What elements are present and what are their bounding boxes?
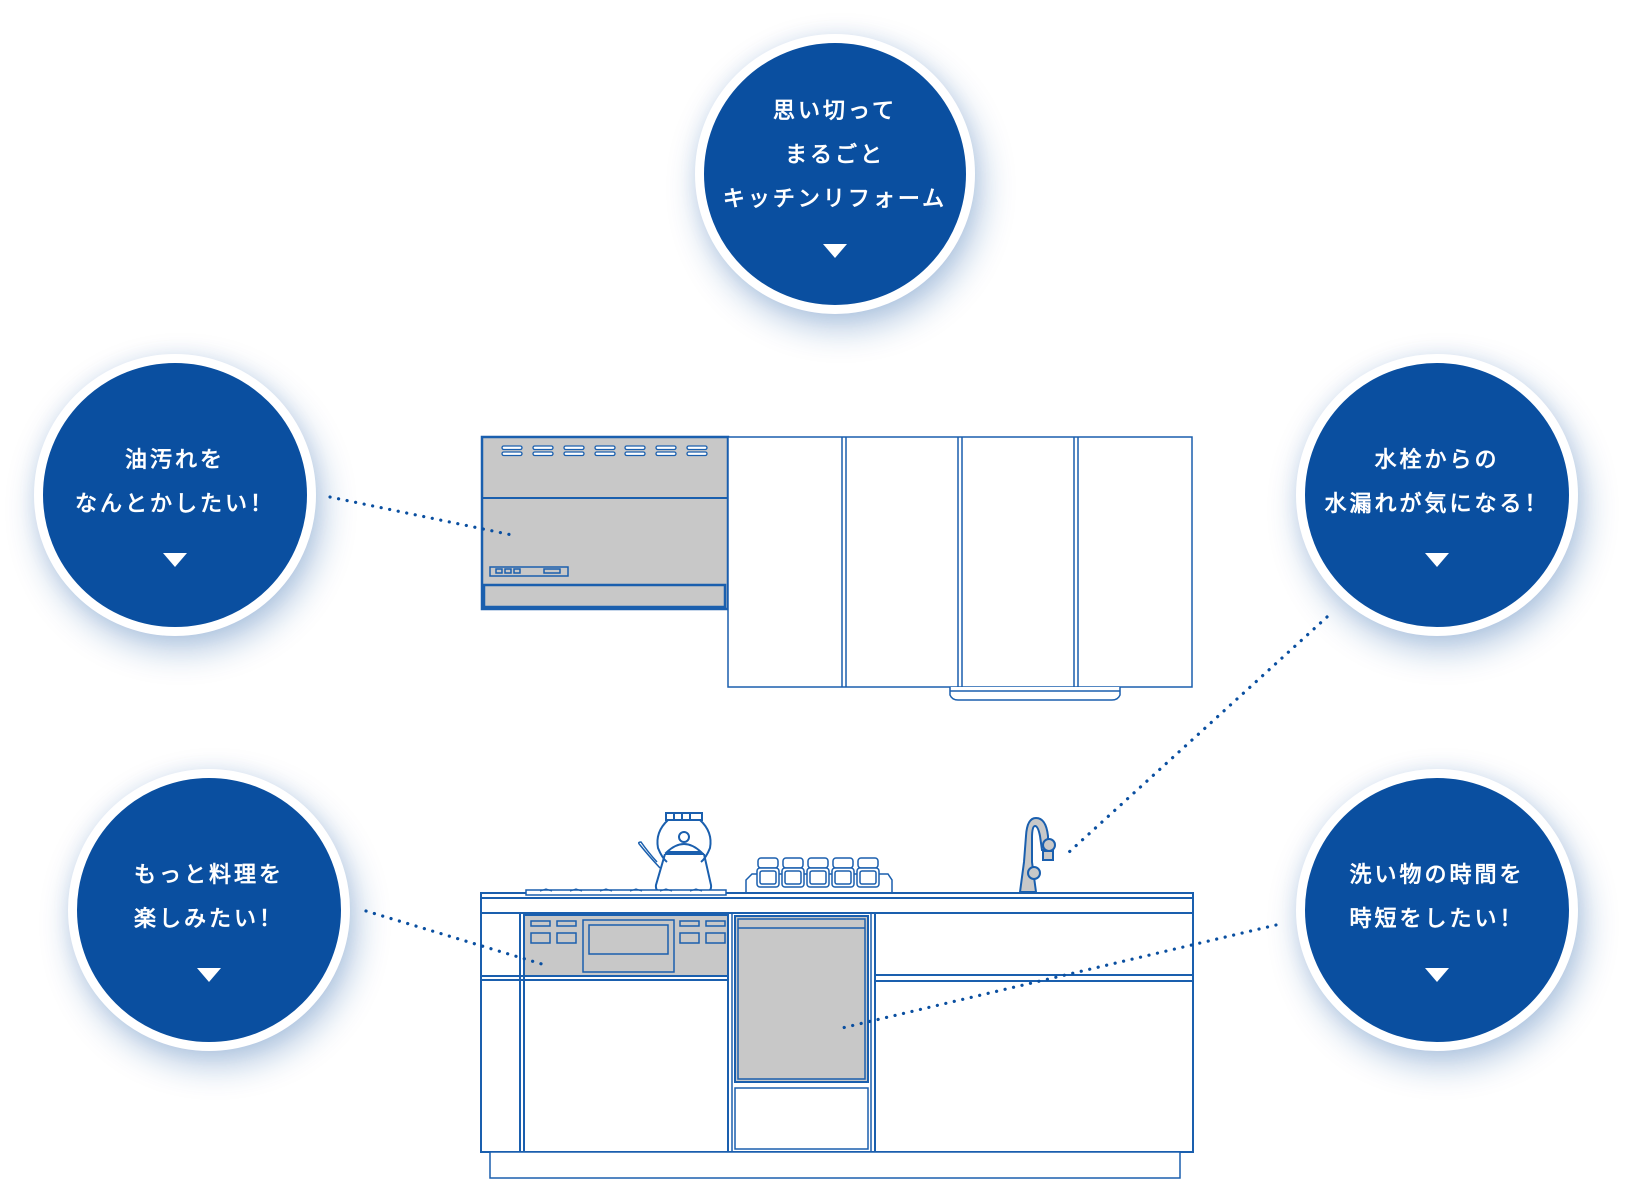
triangle-down-icon [1425,553,1449,567]
triangle-down-icon [163,553,187,567]
bubble-cooktop[interactable]: もっと料理を 楽しみたい！ [68,769,350,1051]
range-hood[interactable] [480,435,730,611]
bubble-text-line: 水栓からの [1374,448,1500,473]
bubble-full-kitchen-reform[interactable]: 思い切って まるごと キッチンリフォーム [695,34,975,314]
bubble-text-line: なんとかしたい！ [74,492,275,517]
range-hood-switch-panel [489,566,569,577]
cooktop-control-panel[interactable] [523,914,729,977]
spice-rack [745,857,893,892]
wall-cabinets [727,436,1193,701]
dishwasher[interactable] [734,915,869,1150]
bubble-text-line: 時短をしたい！ [1349,907,1525,932]
triangle-down-icon [197,968,221,982]
bubble-text-line: まるごと [784,143,885,168]
leader-line-cooktop [364,909,547,967]
bubble-text-line: 洗い物の時間を [1349,863,1525,888]
bubble-text-line: もっと料理を [133,863,284,888]
bubble-text-line: 楽しみたい！ [133,907,284,932]
countertop [480,888,1194,914]
faucet[interactable] [1018,816,1056,893]
triangle-down-icon [1425,968,1449,982]
kettle [637,812,713,893]
range-hood-vents [501,445,708,457]
bubble-text-line: 水漏れが気になる！ [1324,492,1550,517]
bubble-range-hood[interactable]: 油汚れを なんとかしたい！ [34,354,316,636]
bubble-text-line: 思い切って [773,99,897,124]
bubble-text-line: キッチンリフォーム [722,187,948,212]
bubble-faucet[interactable]: 水栓からの 水漏れが気になる！ [1296,354,1578,636]
leader-line-faucet [1066,615,1329,855]
bubble-dishwasher[interactable]: 洗い物の時間を 時短をしたい！ [1296,769,1578,1051]
triangle-down-icon [823,244,847,258]
bubble-text-line: 油汚れを [124,448,225,473]
